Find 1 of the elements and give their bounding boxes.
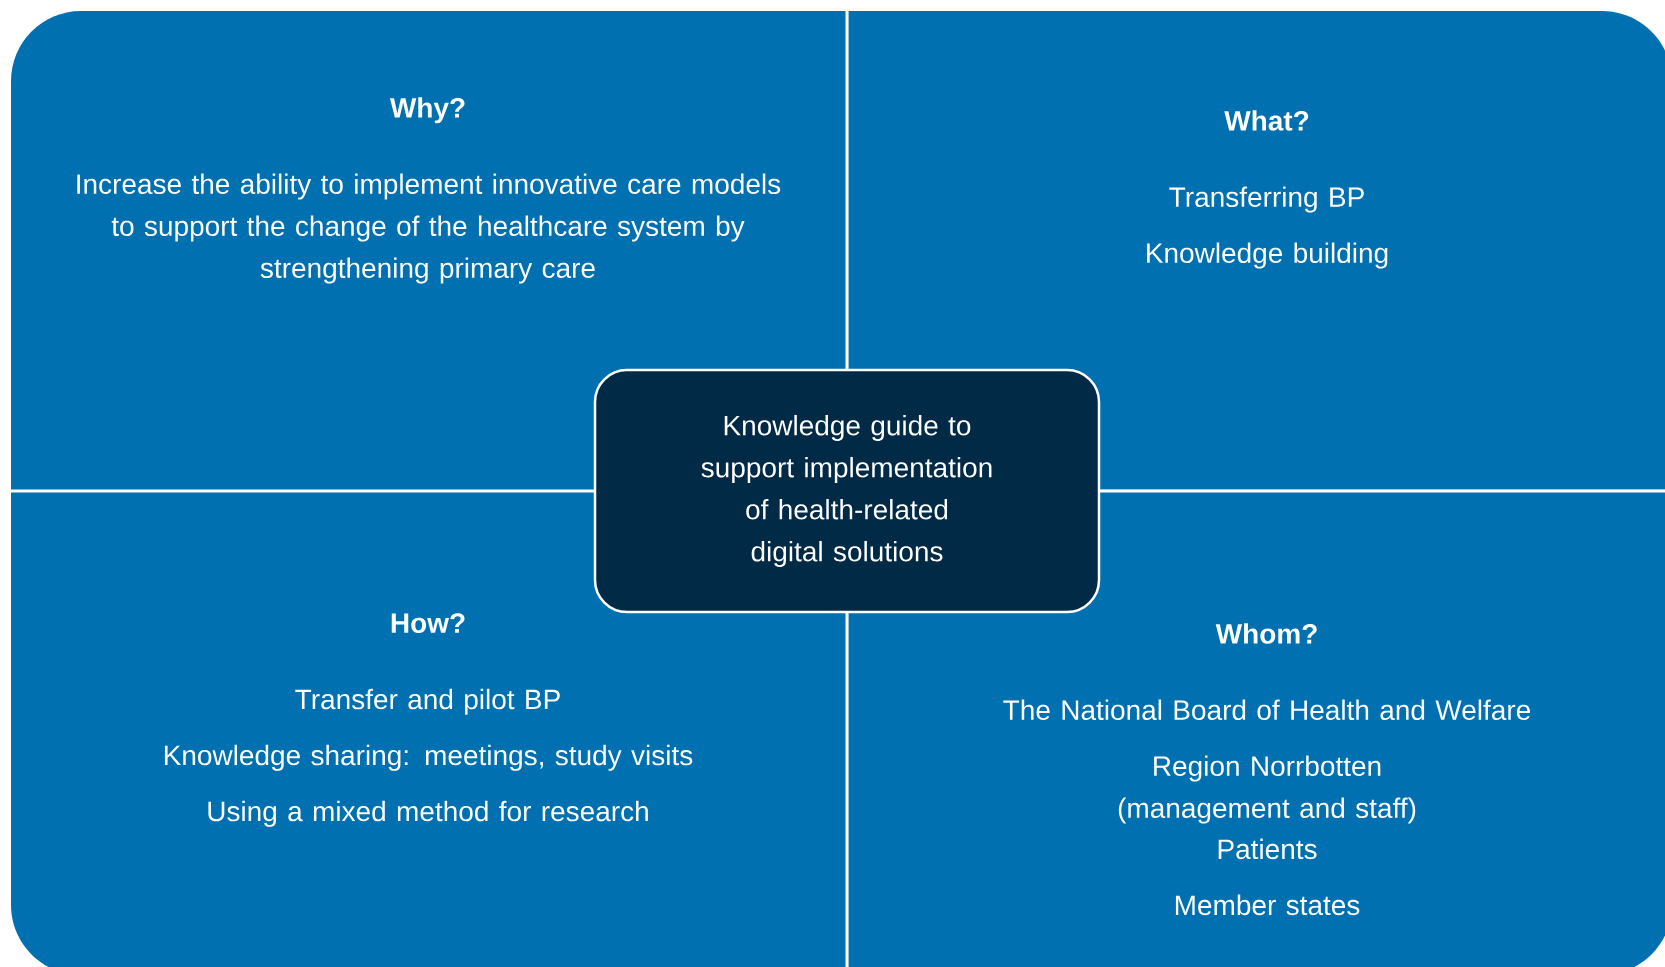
center-box: Knowledge guide to support implementation of health-related digital solutions: [593, 368, 1101, 614]
